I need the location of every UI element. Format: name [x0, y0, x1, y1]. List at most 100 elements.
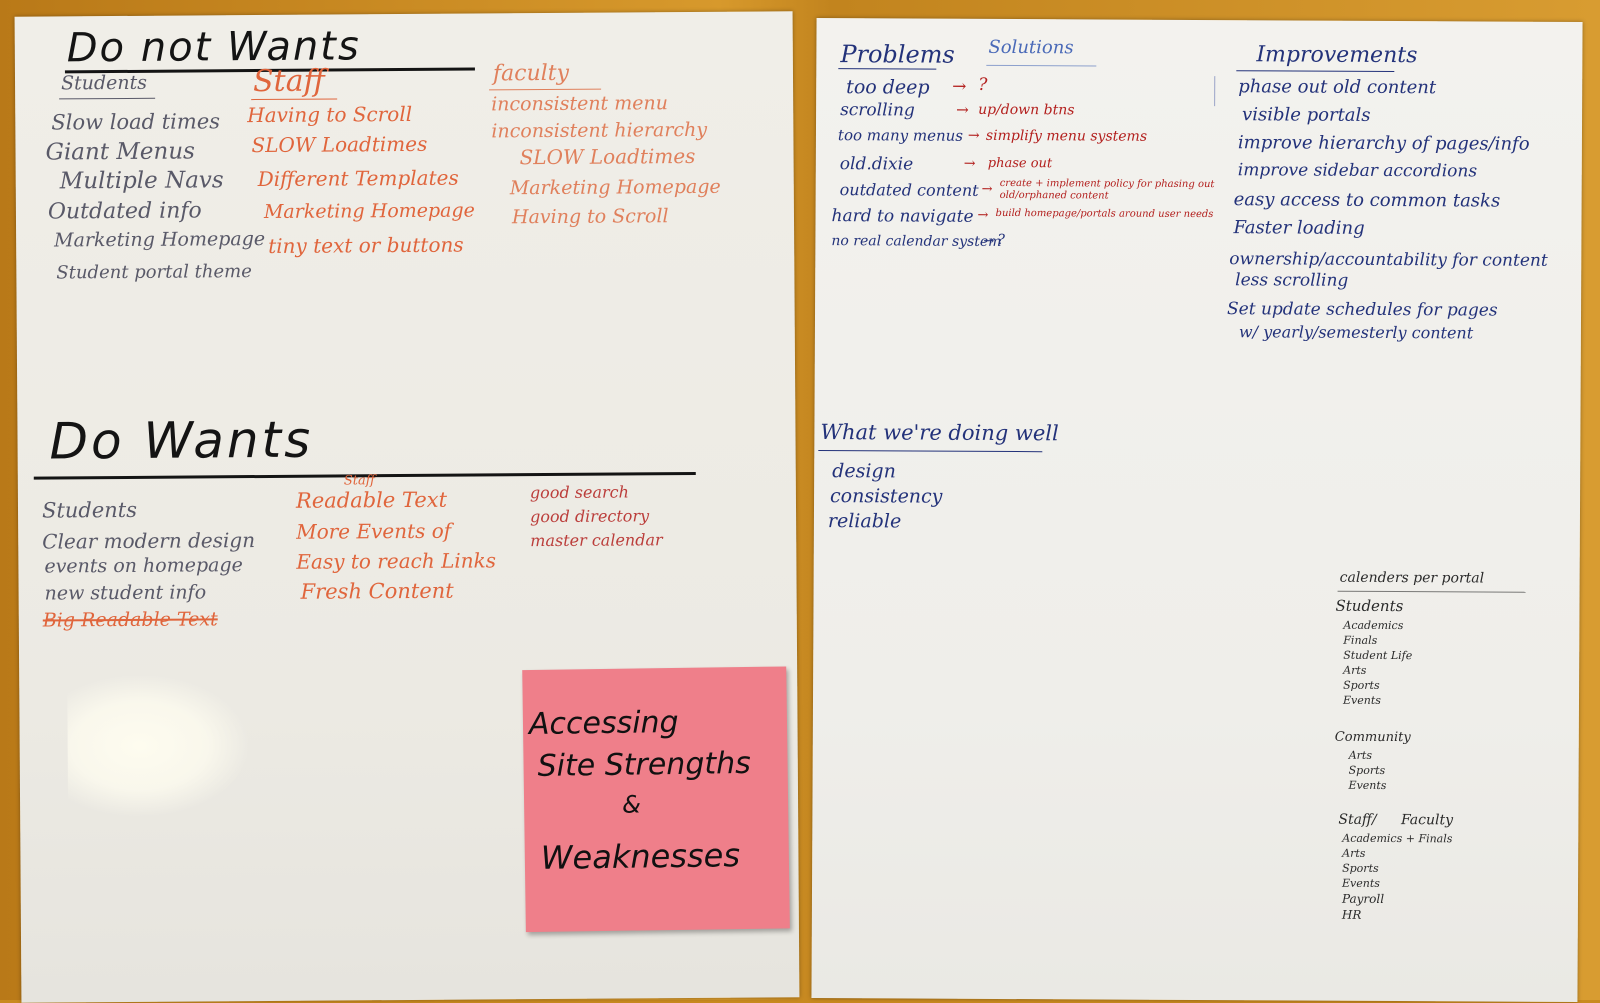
column-divider — [1214, 76, 1216, 107]
solution-text: ? — [997, 231, 1005, 248]
dnw-faculty-underline — [489, 88, 602, 91]
solution-text: up/down btns — [978, 101, 1075, 119]
list-item: reliable — [827, 510, 902, 533]
dw-faculty-list: good search good directory master calend… — [529, 482, 663, 551]
list-item: Having to Scroll — [247, 101, 413, 128]
list-item: Marketing Homepage — [263, 199, 475, 223]
list-item: Sports — [1342, 861, 1379, 875]
list-item: inconsistent hierarchy — [491, 118, 708, 143]
arrow-icon: → — [983, 233, 995, 249]
dw-students-list: Students Clear modern design events on h… — [41, 497, 256, 632]
list-item: ownership/accountability for content — [1229, 249, 1548, 271]
doing-well-header: What we're doing well — [820, 420, 1059, 446]
list-item: good directory — [530, 506, 650, 527]
problem-text: too deep — [846, 76, 930, 99]
calendars-title: calenders per portal — [1339, 569, 1485, 587]
arrow-icon: → — [981, 181, 993, 197]
list-item: Payroll — [1341, 891, 1385, 906]
arrow-icon: → — [963, 155, 976, 172]
dnw-students-list: Slow load times Giant Menus Multiple Nav… — [45, 109, 266, 284]
list-item: Events — [1342, 876, 1380, 890]
problem-row: hard to navigate → build homepage/portal… — [831, 202, 1231, 230]
sticky-line: & — [621, 790, 642, 819]
improvements-list: phase out old content visible portals im… — [1227, 76, 1549, 342]
problems-header: Problems — [840, 40, 955, 69]
list-item: Events — [1342, 693, 1381, 707]
list-item: SLOW Loadtimes — [519, 143, 696, 170]
arrow-icon: → — [952, 76, 967, 97]
dnw-students-header: Students — [60, 71, 148, 95]
problem-row: no real calendar system → ? — [831, 228, 1231, 256]
list-item: improve hierarchy of pages/info — [1237, 132, 1530, 155]
left-paper-sheet: Do not Wants Students Slow load times Gi… — [14, 11, 800, 1003]
list-item: Arts — [1343, 663, 1367, 677]
sticky-line: Weaknesses — [540, 836, 741, 877]
doing-well-underline — [818, 450, 1043, 453]
problem-text: old.dixie — [839, 154, 914, 175]
calendar-group-staff-faculty: Staff/ Faculty Academics + Finals Arts S… — [1338, 811, 1454, 922]
right-paper-sheet: Problems Solutions too deep → ? scrollin… — [811, 18, 1583, 1002]
list-item: good search — [529, 482, 629, 503]
paper-stain — [67, 675, 249, 817]
list-item: Clear modern design — [42, 528, 256, 554]
dw-staff-header: Staff — [343, 473, 375, 489]
list-item: new student info — [44, 581, 207, 605]
list-item: less scrolling — [1235, 270, 1349, 291]
solution-text: phase out — [987, 155, 1053, 172]
list-item: Arts — [1342, 846, 1366, 860]
list-item: Arts — [1348, 748, 1373, 762]
calendar-group-header: Staff/ Faculty — [1338, 811, 1454, 829]
improvements-header: Improvements — [1256, 42, 1418, 69]
list-item: Finals — [1343, 633, 1378, 647]
list-item: master calendar — [530, 530, 663, 551]
list-item: Student portal theme — [56, 261, 252, 284]
list-item: Multiple Navs — [59, 167, 224, 195]
list-item: Marketing Homepage — [509, 175, 721, 200]
list-item: events on homepage — [44, 554, 243, 578]
list-item: Academics — [1343, 618, 1404, 633]
list-item: Slow load times — [51, 109, 221, 135]
sticky-note: Accessing Site Strengths & Weaknesses — [522, 666, 790, 933]
list-item: design — [832, 460, 896, 483]
problem-text: scrolling — [840, 100, 915, 121]
dnw-staff-header: Staff — [252, 63, 325, 100]
solution-text: build homepage/portals around user needs — [995, 207, 1214, 221]
list-item: visible portals — [1242, 104, 1371, 126]
list-item: Events — [1348, 778, 1387, 792]
problems-list: too deep → ? scrolling → up/down btns to… — [831, 74, 1232, 256]
problem-text: no real calendar system — [831, 233, 1002, 250]
list-item: Faster loading — [1233, 217, 1365, 239]
calendar-group-header: Students — [1335, 596, 1404, 616]
list-item: Giant Menus — [45, 138, 196, 166]
list-item: easy access to common tasks — [1233, 189, 1501, 212]
dnw-staff-underline — [251, 98, 338, 101]
dw-students-header: Students — [41, 497, 138, 523]
solution-text: ? — [978, 74, 988, 95]
list-item: Sports — [1348, 763, 1386, 777]
calendar-group-students: Students Academics Finals Student Life A… — [1335, 596, 1413, 707]
problems-underline — [838, 68, 937, 70]
dnw-staff-list: Having to Scroll SLOW Loadtimes Differen… — [247, 101, 475, 258]
list-item: More Events of — [296, 518, 452, 544]
problem-row: old.dixie → phase out — [832, 150, 1232, 178]
problem-row: too many menus → simplify menu systems — [832, 124, 1232, 152]
list-item: Marketing Homepage — [54, 227, 266, 252]
solution-text: simplify menu systems — [985, 127, 1148, 145]
list-item: phase out old content — [1238, 76, 1437, 99]
calendar-group-header: Community — [1334, 729, 1411, 746]
problem-text: too many menus — [837, 126, 964, 145]
list-item: Having to Scroll — [511, 205, 669, 229]
list-item: Fresh Content — [300, 578, 454, 604]
solutions-header: Solutions — [988, 36, 1074, 59]
calendars-title-underline — [1337, 590, 1526, 593]
sticky-line: Site Strengths — [537, 745, 752, 784]
problem-row: outdated content → create + implement po… — [832, 176, 1232, 204]
list-item: inconsistent menu — [491, 92, 668, 116]
dnw-faculty-list: inconsistent menu inconsistent hierarchy… — [491, 92, 721, 229]
problem-row: scrolling → up/down btns — [832, 100, 1232, 126]
list-item: improve sidebar accordions — [1237, 160, 1478, 182]
dnw-faculty-header: faculty — [492, 60, 570, 87]
calendar-group-community: Community Arts Sports Events — [1334, 729, 1411, 792]
improvements-underline — [1236, 70, 1395, 73]
list-item: Outdated info — [47, 198, 202, 225]
